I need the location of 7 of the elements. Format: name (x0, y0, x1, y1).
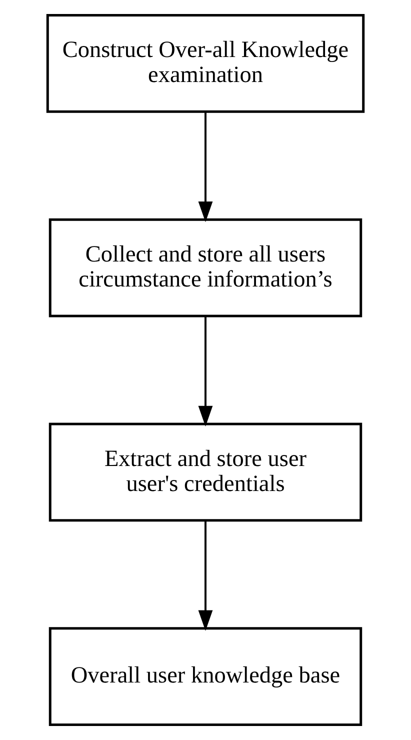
arrow (198, 520, 213, 631)
node-box: Overall user knowledge base (48, 627, 362, 726)
node-box: Construct Over-all Knowledge examination (46, 14, 365, 113)
node-box: Collect and store all users circumstance information’s (48, 218, 362, 318)
arrow (198, 316, 213, 426)
arrow (198, 112, 213, 222)
node-box: Extract and store user user's credentials (48, 422, 362, 522)
